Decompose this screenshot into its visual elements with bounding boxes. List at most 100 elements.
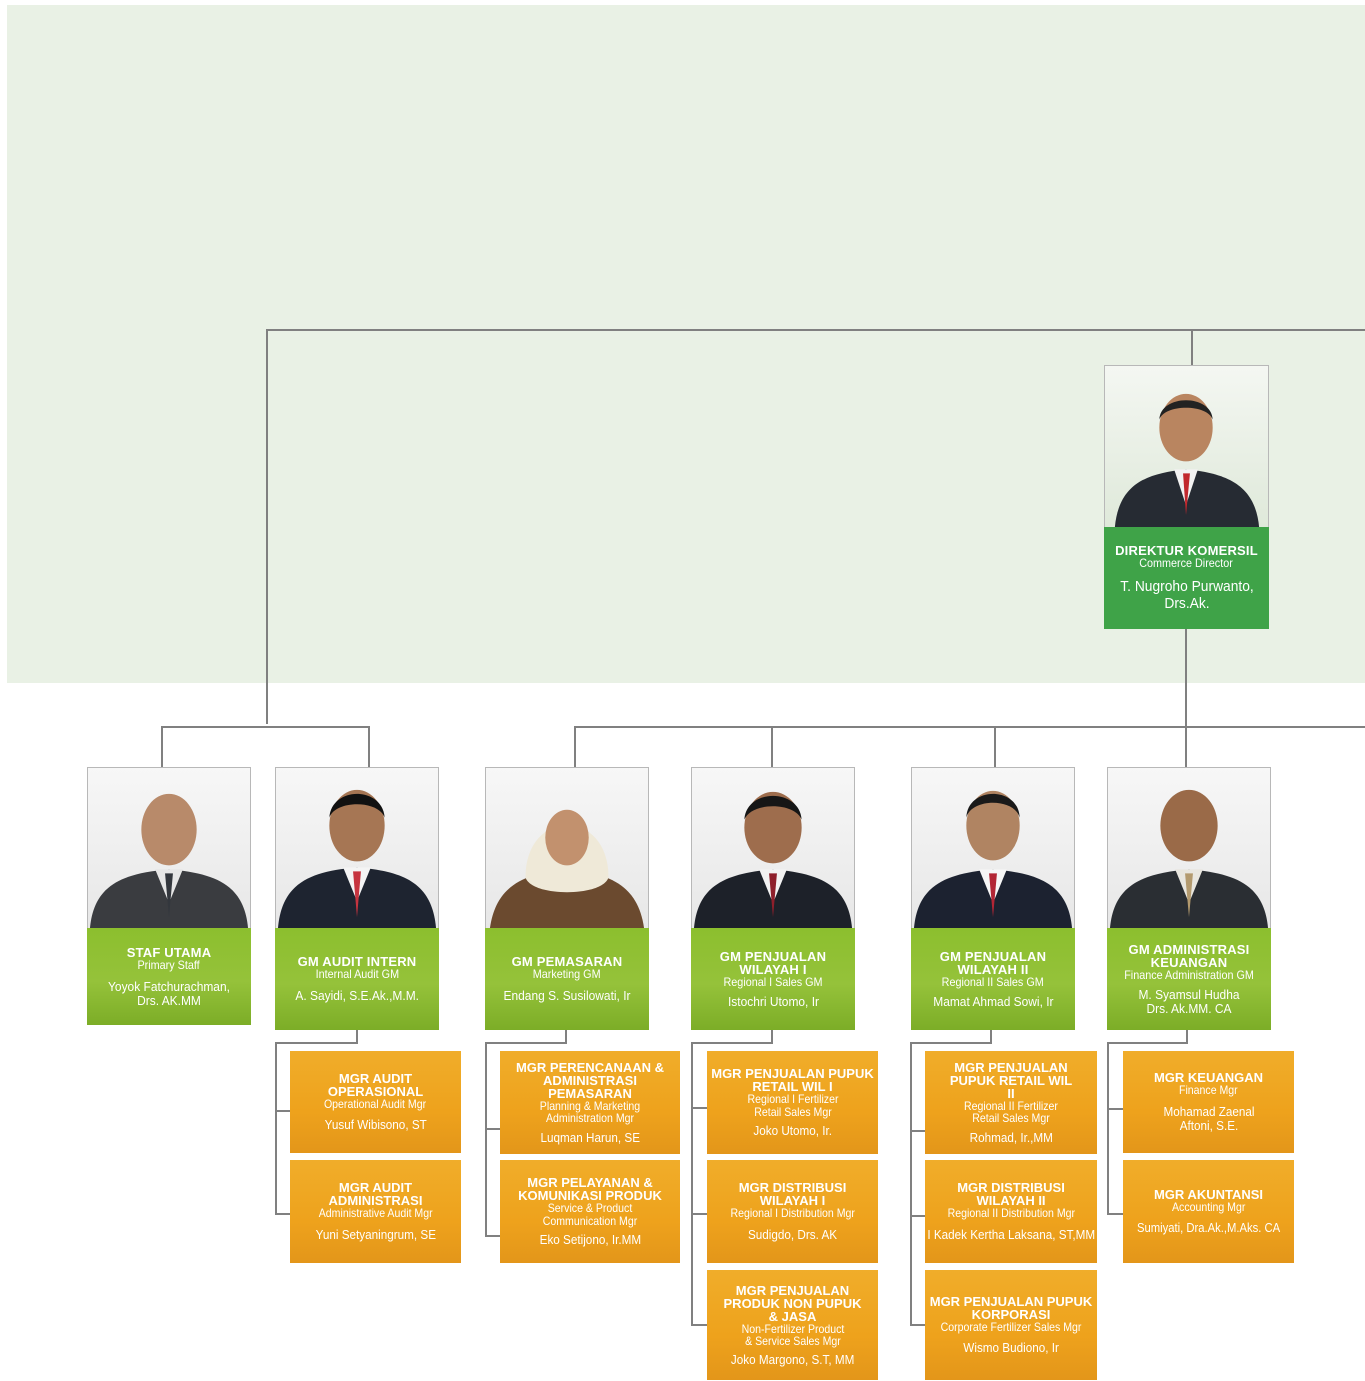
manager-name: Sumiyati, Dra.Ak.,M.Aks. CA [1136, 1221, 1281, 1236]
manager-name: Wismo Budiono, Ir [963, 1340, 1059, 1356]
manager-box-distribusi-wil-1: MGR DISTRIBUSI WILAYAH I Regional I Dist… [707, 1160, 878, 1263]
gm-subtitle: Marketing GM [533, 967, 601, 981]
gm-subtitle: Primary Staff [137, 957, 201, 972]
person-silhouette-icon [1109, 789, 1269, 928]
person-silhouette-icon [89, 793, 249, 928]
connector-top-bar [266, 329, 1365, 724]
gm-name: Mamat Ahmad Sowi, Ir [932, 993, 1054, 1009]
connector-audit-managers [275, 1030, 358, 1215]
gm-card-penjualan-wilayah-1: GM PENJUALAN WILAYAH I Regional I Sales … [691, 767, 855, 1030]
director-card: DIREKTUR KOMERSIL Commerce Director T. N… [1104, 365, 1269, 629]
connector-finance-managers [1107, 1030, 1188, 1215]
manager-name: Joko Margono, S.T, MM [730, 1351, 855, 1367]
gm-title: GM ADMINISTRASI KEUANGAN [1128, 941, 1250, 970]
manager-title: MGR KEUANGAN [1153, 1070, 1264, 1086]
portrait-photo [87, 767, 251, 928]
manager-title: MGR PENJUALAN PUPUK KORPORASI [929, 1293, 1093, 1322]
gm-card-pemasaran: GM PEMASARAN Marketing GM Endang S. Susi… [485, 767, 649, 1030]
director-label: DIREKTUR KOMERSIL Commerce Director T. N… [1104, 527, 1269, 629]
gm-label: STAF UTAMA Primary Staff Yoyok Fatchurac… [87, 928, 251, 1025]
portrait-photo [691, 767, 855, 928]
portrait-photo [275, 767, 439, 928]
manager-title: MGR DISTRIBUSI WILAYAH I [738, 1180, 847, 1209]
gm-card-administrasi-keuangan: GM ADMINISTRASI KEUANGAN Finance Adminis… [1107, 767, 1271, 1030]
manager-name: Luqman Harun, SE [540, 1129, 640, 1145]
manager-subtitle: Planning & Marketing Administration Mgr [539, 1098, 641, 1125]
manager-title: MGR AKUNTANSI [1153, 1186, 1264, 1202]
manager-box-pupuk-retail-wil-2: MGR PENJUALAN PUPUK RETAIL WIL II Region… [925, 1051, 1097, 1154]
manager-subtitle: Administrative Audit Mgr [318, 1206, 433, 1221]
gm-label: GM PENJUALAN WILAYAH II Regional II Sale… [911, 928, 1075, 1030]
person-silhouette-icon [1114, 393, 1260, 527]
manager-name: Mohamad Zaenal Aftoni, S.E. [1162, 1103, 1255, 1133]
director-title: DIREKTUR KOMERSIL [1115, 543, 1258, 558]
manager-name: I Kadek Kertha Laksana, ST,MM [927, 1226, 1095, 1242]
portrait-photo [911, 767, 1075, 928]
manager-box-audit-administrasi: MGR AUDIT ADMINISTRASI Administrative Au… [290, 1160, 461, 1263]
gm-label: GM PEMASARAN Marketing GM Endang S. Susi… [485, 928, 649, 1030]
manager-subtitle: Finance Mgr [1179, 1083, 1238, 1098]
manager-box-non-pupuk-jasa: MGR PENJUALAN PRODUK NON PUPUK & JASA No… [707, 1270, 878, 1380]
gm-card-staf-utama: STAF UTAMA Primary Staff Yoyok Fatchurac… [87, 767, 251, 1025]
gm-subtitle: Finance Administration GM [1124, 967, 1254, 982]
manager-subtitle: Accounting Mgr [1171, 1199, 1246, 1214]
manager-title: MGR PENJUALAN PRODUK NON PUPUK & JASA [723, 1282, 862, 1324]
director-name: T. Nugroho Purwanto, Drs.Ak. [1119, 578, 1254, 612]
director-subtitle: Commerce Director [1139, 556, 1234, 570]
manager-subtitle: Service & Product Communication Mgr [542, 1201, 638, 1228]
manager-title: MGR PENJUALAN PUPUK RETAIL WIL II [949, 1059, 1073, 1101]
person-silhouette-icon [693, 791, 853, 928]
manager-subtitle: Regional I Fertilizer Retail Sales Mgr [747, 1092, 838, 1119]
gm-subtitle: Regional II Sales GM [941, 974, 1045, 989]
manager-subtitle: Operational Audit Mgr [324, 1096, 427, 1111]
manager-title: MGR PELAYANAN & KOMUNIKASI PRODUK [518, 1175, 662, 1203]
manager-title: MGR PERENCANAAN & ADMINISTRASI PEMASARAN [515, 1059, 665, 1101]
manager-box-pelayanan-komunikasi: MGR PELAYANAN & KOMUNIKASI PRODUK Servic… [500, 1160, 680, 1263]
gm-title: STAF UTAMA [126, 944, 212, 960]
connector-sales2-managers [910, 1030, 992, 1326]
manager-title: MGR AUDIT ADMINISTRASI [328, 1180, 423, 1209]
gm-name: M. Syamsul Hudha Drs. Ak.MM. CA [1138, 986, 1240, 1016]
person-silhouette-icon [277, 789, 437, 928]
gm-label: GM AUDIT INTERN Internal Audit GM A. Say… [275, 928, 439, 1030]
manager-name: Eko Setijono, Ir.MM [539, 1232, 641, 1247]
connector-sales-bar [574, 726, 1365, 768]
manager-subtitle: Regional II Distribution Mgr [947, 1206, 1075, 1221]
gm-subtitle: Internal Audit GM [315, 967, 399, 981]
manager-name: Rohmad, Ir.,MM [969, 1129, 1053, 1145]
gm-title: GM AUDIT INTERN [297, 954, 417, 969]
manager-box-keuangan: MGR KEUANGAN Finance Mgr Mohamad Zaenal … [1123, 1051, 1294, 1153]
gm-title: GM PENJUALAN WILAYAH I [719, 948, 827, 977]
manager-name: Sudigdo, Drs. AK [747, 1226, 838, 1242]
person-silhouette-icon [913, 790, 1073, 928]
gm-name: Endang S. Susilowati, Ir [503, 988, 631, 1003]
manager-name: Yuni Setyaningrum, SE [315, 1226, 436, 1242]
manager-box-pupuk-retail-wil-1: MGR PENJUALAN PUPUK RETAIL WIL I Regiona… [707, 1051, 878, 1154]
gm-label: GM ADMINISTRASI KEUANGAN Finance Adminis… [1107, 928, 1271, 1030]
manager-box-distribusi-wil-2: MGR DISTRIBUSI WILAYAH II Regional II Di… [925, 1160, 1097, 1263]
portrait-photo [1104, 365, 1269, 527]
manager-subtitle: Regional I Distribution Mgr [730, 1206, 855, 1221]
manager-title: MGR PENJUALAN PUPUK RETAIL WIL I [711, 1066, 874, 1094]
manager-subtitle: Corporate Fertilizer Sales Mgr [940, 1319, 1082, 1334]
gm-card-penjualan-wilayah-2: GM PENJUALAN WILAYAH II Regional II Sale… [911, 767, 1075, 1030]
gm-label: GM PENJUALAN WILAYAH I Regional I Sales … [691, 928, 855, 1030]
gm-title: GM PENJUALAN WILAYAH II [939, 948, 1047, 977]
manager-title: MGR AUDIT OPERASIONAL [327, 1070, 424, 1099]
connector-marketing-managers [485, 1030, 567, 1237]
manager-box-audit-operasional: MGR AUDIT OPERASIONAL Operational Audit … [290, 1051, 461, 1153]
manager-subtitle: Regional II Fertilizer Retail Sales Mgr [964, 1098, 1058, 1125]
gm-title: GM PEMASARAN [511, 954, 623, 969]
gm-name: A. Sayidi, S.E.Ak.,M.M. [295, 988, 419, 1003]
manager-box-akuntansi: MGR AKUNTANSI Accounting Mgr Sumiyati, D… [1123, 1160, 1294, 1263]
connector-staff-audit [161, 726, 370, 768]
manager-box-perencanaan-pemasaran: MGR PERENCANAAN & ADMINISTRASI PEMASARAN… [500, 1051, 680, 1154]
manager-subtitle: Non-Fertilizer Product & Service Sales M… [741, 1321, 844, 1348]
connector-sales1-managers [691, 1030, 773, 1326]
manager-name: Joko Utomo, Ir. [753, 1123, 832, 1138]
gm-name: Yoyok Fatchurachman, Drs. AK.MM [108, 978, 230, 1008]
gm-name: Istochri Utomo, Ir [727, 993, 819, 1009]
gm-card-audit-intern: GM AUDIT INTERN Internal Audit GM A. Say… [275, 767, 439, 1030]
manager-box-pupuk-korporasi: MGR PENJUALAN PUPUK KORPORASI Corporate … [925, 1270, 1097, 1380]
